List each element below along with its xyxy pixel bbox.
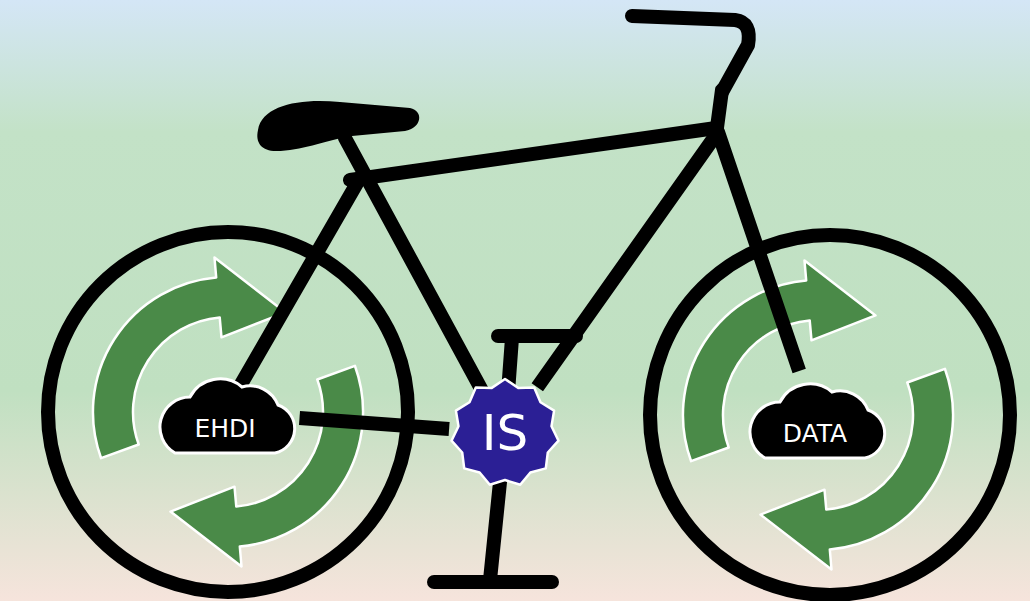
- star-node: IS: [449, 377, 561, 489]
- rear-wheel: [48, 232, 408, 592]
- frame-tube: [300, 418, 450, 429]
- front-wheel: [650, 235, 1010, 595]
- node-label: IS: [449, 377, 561, 489]
- saddle: [257, 101, 419, 151]
- cloud-node: EHDI: [150, 365, 300, 460]
- bike-frame: [225, 16, 749, 582]
- node-label: EHDI: [150, 403, 300, 454]
- cloud-node: DATA: [740, 370, 890, 465]
- node-label: DATA: [740, 408, 890, 459]
- cycle-arrows: [683, 261, 953, 570]
- cloud-shape: [150, 365, 300, 460]
- cycle-arrows: [93, 258, 363, 567]
- frame-tube: [537, 132, 799, 387]
- cloud-shape: [740, 370, 890, 465]
